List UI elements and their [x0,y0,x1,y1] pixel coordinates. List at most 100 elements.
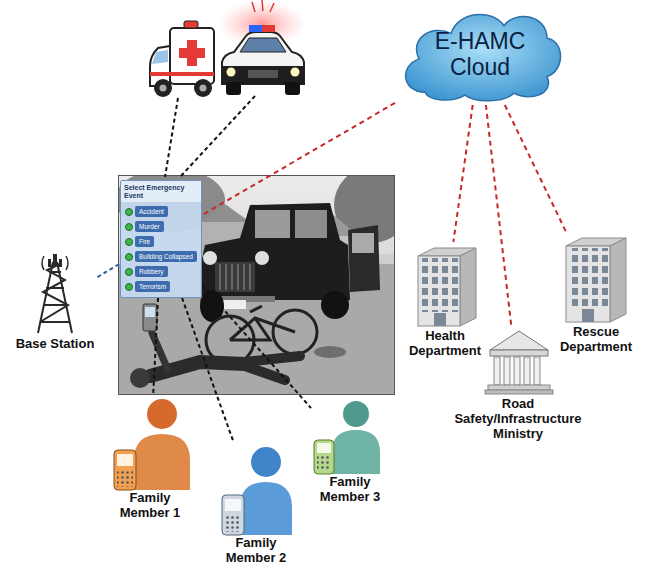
ministry-building-icon [524,357,530,385]
icon-node: Family Member 1 [106,394,194,522]
event-label: Robbery [139,266,164,277]
office-building-icon [566,246,610,322]
cloud-label: E-HAMC Cloud [418,28,542,80]
ambulance-icon [150,72,214,76]
accident-photo [119,176,395,395]
office-building-icon [566,238,626,322]
connector-group [98,103,567,443]
person-icon [314,401,380,474]
person-icon [147,399,177,429]
person-icon [225,499,241,511]
tower-icon [40,272,70,322]
tower-icon [38,262,72,333]
person-icon [343,401,369,427]
office-building-icon [610,238,626,322]
ministry-building-icon [494,357,500,385]
icon-label: Rescue Department [557,324,636,354]
event-label: Accident [139,206,164,217]
status-dot [125,223,133,231]
status-dot [125,268,133,276]
cloud-node: E-HAMC Cloud [395,2,565,105]
event-button: Robbery [135,266,168,277]
ambulance-icon [194,79,212,97]
icon-label: Base Station [13,336,98,351]
status-dot [125,208,133,216]
police-car-icon [240,38,286,52]
event-button: Murder [135,221,164,232]
tower-icon [38,254,72,333]
person-icon [222,447,292,535]
icon-label: Family Member 2 [215,535,297,565]
event-button: Terrorism [135,281,170,292]
event-label: Fire [139,236,150,247]
ambulance-icon [150,21,214,97]
event-label: Murder [139,221,160,232]
cloud-outline [406,14,561,100]
event-label: Building Collapsed [139,251,193,262]
police-car-icon [291,68,300,77]
ministry-building-icon [490,350,548,356]
status-dot [125,253,133,261]
police-car-icon [227,68,236,77]
ministry-building-icon [485,331,553,394]
ministry-building-icon [488,385,550,390]
accident-photo [222,300,246,309]
tower-icon [53,254,57,266]
accident-photo [215,262,255,292]
icon-label: Road Safety/Infrastructure Ministry [451,396,585,441]
accident-photo [295,210,327,238]
accident-photo [255,210,290,238]
office-building-icon [568,248,608,308]
dotted-link [453,105,472,242]
icon-node: Rescue Department [557,232,636,356]
ministry-building-icon [514,357,520,385]
person-icon [240,482,292,535]
panel-heading: Select Emergency Event [121,181,201,202]
accident-photo [118,175,395,395]
tower-icon [59,259,62,267]
police-car-icon [226,82,241,95]
police-car-icon [218,0,306,95]
icon-node: Family Member 3 [311,398,389,506]
accident-photo [130,368,150,388]
person-icon [251,447,281,477]
person-icon [225,514,241,532]
status-dot [125,238,133,246]
office-building-icon [460,248,476,326]
accident-photo [352,233,374,253]
vehicle-link [180,96,255,177]
person-icon [117,454,133,466]
person-icon [317,443,331,453]
tower-icon [38,262,72,333]
ministry-building-icon [504,357,510,385]
ambulance-icon [179,48,205,58]
police-car-icon [222,66,304,84]
accident-photo [314,346,346,358]
office-building-icon [434,313,446,326]
police-car-icon [285,82,300,95]
dotted-link [505,105,566,232]
accident-photo [245,356,300,380]
ministry-building-icon [490,331,548,350]
office-building-icon [418,248,476,326]
event-button: Accident [135,206,168,217]
person-icon [114,450,136,490]
ambulance-icon [154,79,172,97]
dotted-link [486,105,511,326]
person-icon [314,440,334,474]
held-phone [145,307,155,317]
icon-node: Family Member 2 [215,443,297,567]
vehicle-link [165,96,255,177]
person-icon [114,399,190,490]
ambulance-icon [160,85,167,92]
status-dot [125,283,133,291]
icon-node: Health Department [406,242,485,360]
icon-label: Family Member 3 [311,474,389,504]
accident-photo [203,251,217,265]
held-phone [143,304,157,331]
ministry-building-icon [485,390,553,394]
police-car-icon [222,32,304,84]
person-icon [117,469,133,487]
dotted-link [202,103,395,215]
